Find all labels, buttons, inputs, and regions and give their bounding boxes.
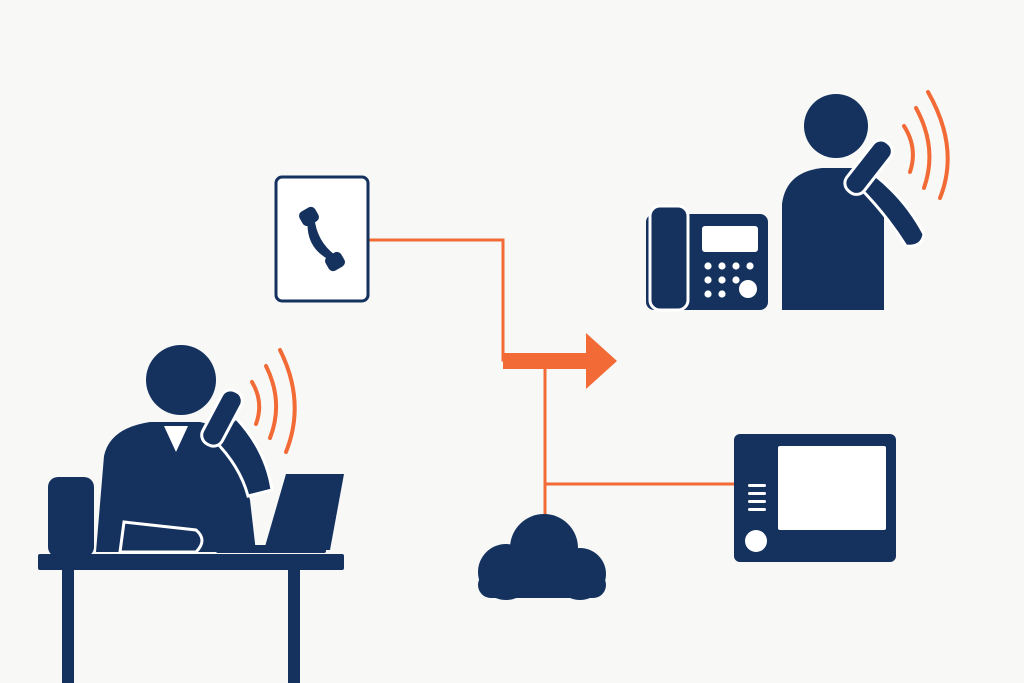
- routing-arrow-head: [586, 333, 617, 389]
- caller-head: [146, 345, 216, 415]
- desk-icon: [38, 554, 344, 683]
- receiver-head: [804, 94, 868, 158]
- receiver-handset-icon: [843, 138, 894, 196]
- desk-phone-screen: [702, 226, 758, 252]
- caller-sound-waves-icon: [250, 348, 297, 454]
- phone-card-frame: [274, 175, 370, 303]
- desk-phone: [646, 204, 768, 312]
- caller-handset-icon: [200, 388, 244, 448]
- connectors: [366, 238, 736, 522]
- receiver-phone-arm: [855, 174, 926, 248]
- receiver-torso: [782, 168, 884, 310]
- routing-arrow-shaft: [503, 353, 591, 369]
- chair-back-icon: [48, 477, 94, 557]
- display-device-screen: [778, 446, 886, 530]
- connector-phone-card-to-arrow: [366, 238, 505, 362]
- cloud-icon: [478, 514, 606, 600]
- laptop-icon: [216, 474, 344, 553]
- phone-handset-icon: [299, 206, 345, 272]
- caller-at-desk: [38, 345, 344, 683]
- desk-phone-handset-icon: [648, 204, 690, 312]
- desk-phone-keypad-icon: [704, 262, 757, 298]
- caller-torso: [96, 422, 256, 552]
- receiver-sound-waves-icon: [902, 90, 950, 200]
- caller-phone-arm: [211, 415, 274, 498]
- display-device: [734, 434, 896, 562]
- display-device-speaker-icon: [748, 484, 766, 511]
- caller-collar: [164, 426, 188, 452]
- phone-card: [274, 175, 370, 303]
- display-device-button-icon: [745, 530, 767, 552]
- routing-arrow: [503, 333, 617, 389]
- caller-forearm: [118, 520, 204, 554]
- receiver-with-desk-phone: [782, 90, 950, 310]
